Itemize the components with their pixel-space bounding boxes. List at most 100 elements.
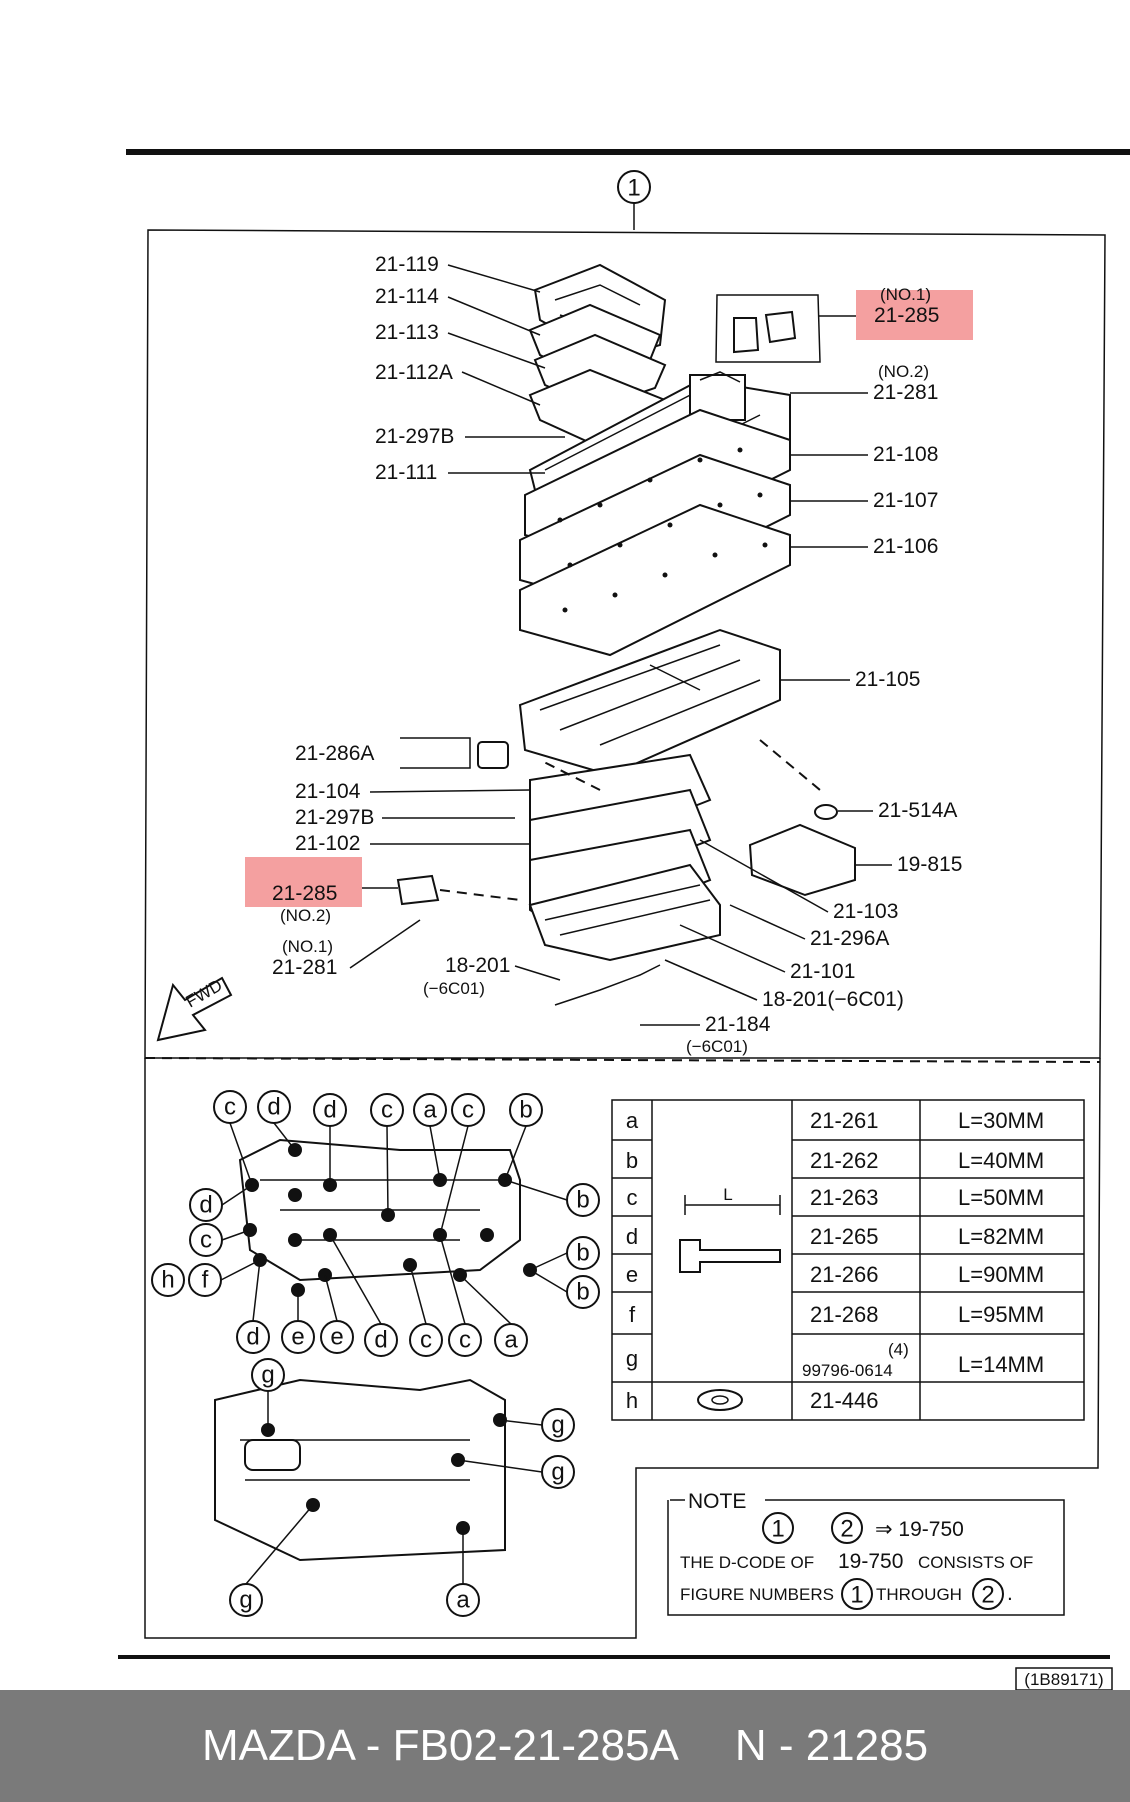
- svg-text:b: b: [576, 1279, 589, 1306]
- svg-text:18-201(−6C01): 18-201(−6C01): [762, 988, 904, 1011]
- svg-text:c: c: [381, 1097, 393, 1124]
- svg-text:L=90MM: L=90MM: [958, 1262, 1044, 1287]
- svg-text:L=95MM: L=95MM: [958, 1302, 1044, 1327]
- svg-text:21-119: 21-119: [375, 253, 439, 276]
- svg-text:21-262: 21-262: [810, 1148, 879, 1173]
- svg-text:21-112A: 21-112A: [375, 361, 453, 384]
- svg-text:.: .: [1007, 1582, 1013, 1605]
- svg-text:(NO.1): (NO.1): [282, 937, 333, 956]
- svg-text:b: b: [576, 1240, 589, 1267]
- svg-text:e: e: [330, 1324, 343, 1351]
- top-no2-solenoid-label: (NO.2) 21-281: [790, 362, 938, 404]
- svg-text:21-261: 21-261: [810, 1108, 879, 1133]
- left-no1-solenoid-label: (NO.1) 21-281: [272, 919, 421, 979]
- svg-text:1: 1: [850, 1582, 863, 1609]
- svg-text:21-107: 21-107: [873, 489, 938, 512]
- svg-text:c: c: [462, 1097, 474, 1124]
- svg-text:21-263: 21-263: [810, 1185, 879, 1210]
- svg-text:21-268: 21-268: [810, 1302, 879, 1327]
- svg-text:(NO.2): (NO.2): [280, 906, 331, 925]
- parts-diagram: 1: [118, 149, 1130, 1690]
- svg-text:d: d: [374, 1327, 387, 1354]
- svg-text:d: d: [626, 1224, 638, 1249]
- svg-text:21-113: 21-113: [375, 321, 439, 344]
- svg-text:(1B89171): (1B89171): [1024, 1670, 1103, 1689]
- svg-text:21-184: 21-184: [705, 1013, 771, 1036]
- svg-text:1: 1: [771, 1516, 784, 1543]
- svg-text:b: b: [519, 1097, 532, 1124]
- svg-text:21-514A: 21-514A: [878, 799, 957, 822]
- svg-text:21-285: 21-285: [272, 882, 337, 905]
- svg-text:h: h: [161, 1267, 174, 1294]
- svg-text:c: c: [420, 1327, 432, 1354]
- reference-number: N - 21285: [734, 1721, 929, 1770]
- dimension-letter: L: [723, 1185, 732, 1204]
- group-number-callout: 1: [617, 170, 651, 230]
- svg-text:(NO.2): (NO.2): [878, 362, 929, 381]
- svg-text:c: c: [200, 1227, 212, 1254]
- svg-text:g: g: [239, 1587, 252, 1614]
- svg-text:e: e: [291, 1324, 304, 1351]
- svg-text:21-265: 21-265: [810, 1224, 879, 1249]
- part-labels: 21-119 21-114 21-113 21-112A 21-297B 21-…: [295, 253, 962, 1056]
- svg-text:b: b: [626, 1148, 638, 1173]
- svg-text:g: g: [551, 1412, 564, 1439]
- svg-text:18-201: 18-201: [445, 954, 510, 977]
- svg-text:THROUGH: THROUGH: [876, 1585, 962, 1604]
- svg-text:d: d: [267, 1094, 280, 1121]
- svg-text:L=50MM: L=50MM: [958, 1185, 1044, 1210]
- svg-text:d: d: [199, 1192, 212, 1219]
- svg-text:1: 1: [627, 175, 640, 202]
- highlight-top-solenoid[interactable]: (NO.1) 21-285: [818, 285, 973, 340]
- svg-text:THE D-CODE OF: THE D-CODE OF: [680, 1553, 814, 1572]
- svg-text:19-750: 19-750: [838, 1550, 903, 1573]
- svg-text:FIGURE NUMBERS: FIGURE NUMBERS: [680, 1585, 834, 1604]
- svg-text:21-108: 21-108: [873, 443, 938, 466]
- svg-text:L=14MM: L=14MM: [958, 1352, 1044, 1377]
- svg-text:21-101: 21-101: [790, 960, 855, 983]
- svg-text:h: h: [626, 1388, 638, 1413]
- svg-text:21-105: 21-105: [855, 668, 920, 691]
- svg-text:g: g: [261, 1362, 274, 1389]
- bolt-callouts-lower-plate: g g g g a: [229, 1358, 575, 1617]
- svg-text:21-281: 21-281: [272, 956, 337, 979]
- svg-text:CONSISTS OF: CONSISTS OF: [918, 1553, 1033, 1572]
- svg-text:(−6C01): (−6C01): [686, 1037, 748, 1056]
- svg-text:g: g: [626, 1346, 638, 1371]
- svg-text:a: a: [504, 1327, 518, 1354]
- svg-text:21-286A: 21-286A: [295, 742, 374, 765]
- svg-text:NOTE: NOTE: [688, 1490, 746, 1513]
- part-number: MAZDA - FB02-21-285A: [201, 1721, 679, 1770]
- svg-text:c: c: [224, 1094, 236, 1121]
- highlight-left-solenoid[interactable]: 21-285 (NO.2): [245, 857, 398, 925]
- svg-text:21-102: 21-102: [295, 832, 360, 855]
- svg-text:99796-0614: 99796-0614: [802, 1361, 893, 1380]
- svg-text:21-103: 21-103: [833, 900, 898, 923]
- svg-text:21-114: 21-114: [375, 285, 439, 308]
- svg-text:21-281: 21-281: [873, 381, 938, 404]
- svg-text:b: b: [576, 1187, 589, 1214]
- footer-bar: MAZDA - FB02-21-285A N - 21285: [0, 1690, 1130, 1802]
- callout-leaders: [220, 1122, 568, 1585]
- bolt-callouts-top: c d d c a c b: [213, 1090, 543, 1127]
- svg-text:21-104: 21-104: [295, 780, 361, 803]
- svg-text:(NO.1): (NO.1): [880, 285, 931, 304]
- bolt-table: L a 21-261 L=30MM b 21-262 L=40MM c 21-2…: [611, 1099, 1085, 1421]
- svg-text:a: a: [423, 1097, 437, 1124]
- valve-body-stack: [156, 263, 856, 1042]
- note-box: NOTE 1 2 ⇒ 19-750 THE D-CODE OF 19-750 C…: [667, 1490, 1065, 1616]
- section-divider: [144, 1057, 1101, 1063]
- svg-text:f: f: [202, 1267, 209, 1294]
- lower-frame: [144, 1057, 1101, 1639]
- svg-text:21-297B: 21-297B: [295, 806, 374, 829]
- svg-text:21-297B: 21-297B: [375, 425, 454, 448]
- drawing-code: (1B89171): [1015, 1667, 1113, 1690]
- svg-text:d: d: [246, 1324, 259, 1351]
- svg-text:21-285: 21-285: [874, 304, 939, 327]
- svg-text:L=82MM: L=82MM: [958, 1224, 1044, 1249]
- svg-text:21-266: 21-266: [810, 1262, 879, 1287]
- svg-text:21-296A: 21-296A: [810, 927, 889, 950]
- svg-text:21-446: 21-446: [810, 1388, 879, 1413]
- svg-text:d: d: [323, 1097, 336, 1124]
- svg-text:21-106: 21-106: [873, 535, 938, 558]
